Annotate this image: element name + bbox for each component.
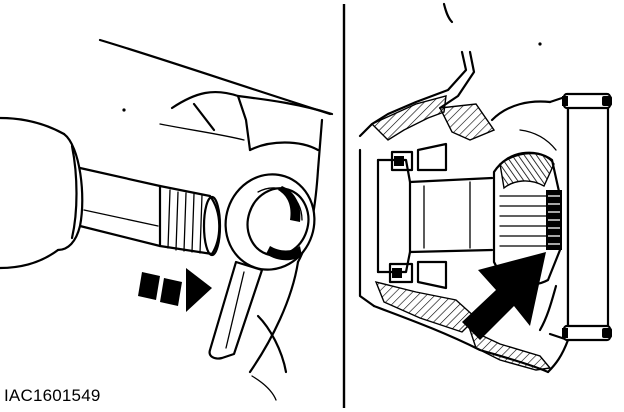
bearing-lower: [388, 260, 448, 290]
seal-bore: [376, 158, 494, 274]
solid-arrow-up-right-icon: [462, 252, 546, 340]
right-panel-cutaway-view: [358, 2, 612, 374]
left-panel-removal-view: [0, 38, 334, 401]
figure-reference-code: IAC1601549: [4, 386, 101, 405]
drive-shaft: [0, 116, 222, 270]
carrier-flange: [562, 92, 612, 342]
seal-removal-tool: [208, 173, 316, 360]
bearing-upper: [390, 142, 448, 172]
dashed-arrow-right-icon: [138, 268, 212, 312]
